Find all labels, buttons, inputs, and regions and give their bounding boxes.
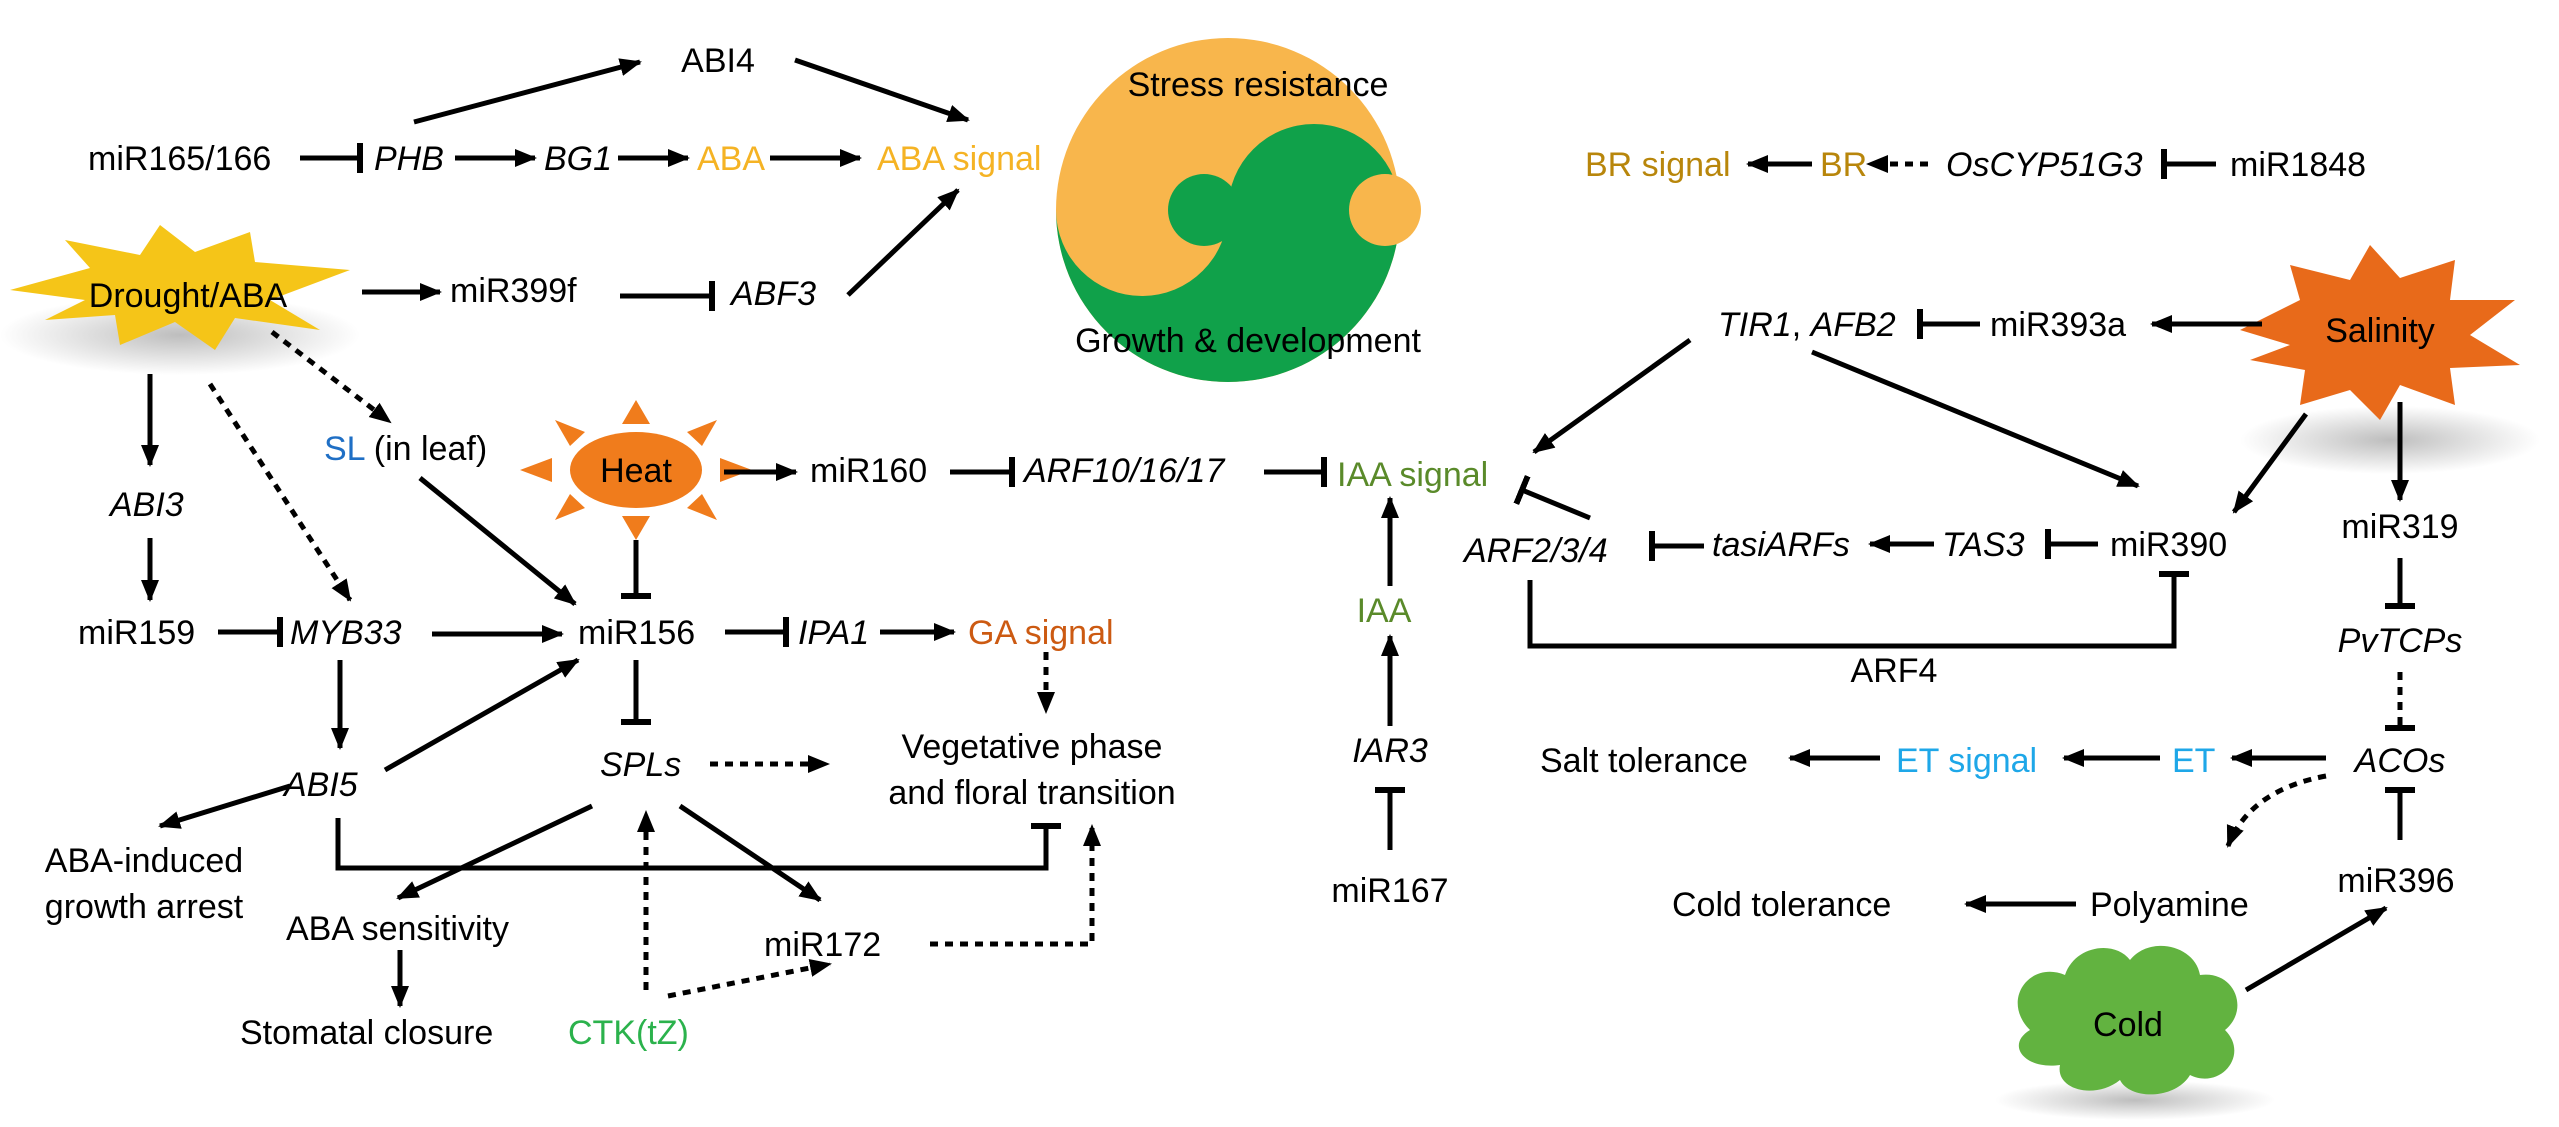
cold-tolerance-node: Cold tolerance bbox=[1672, 886, 1891, 924]
aba-growth-arrest-node-line1: ABA-induced bbox=[45, 842, 243, 880]
edge-phb-abi4 bbox=[413, 58, 642, 125]
edge-abf3-aba-signal bbox=[846, 188, 960, 297]
oscyp51g3-node: OsCYP51G3 bbox=[1946, 146, 2143, 184]
edge-mir172-veg bbox=[930, 824, 1101, 947]
aba-node: ABA bbox=[697, 140, 765, 178]
drought-aba-label: Drought/ABA bbox=[89, 277, 288, 315]
afb2-label: AFB2 bbox=[1809, 306, 1896, 344]
abf3-node: ABF3 bbox=[729, 275, 816, 313]
edges bbox=[141, 57, 2415, 1008]
tir1-afb2-separator: , bbox=[1792, 306, 1811, 344]
edge-tir1-iaa-signal bbox=[1532, 337, 1692, 455]
arf10-16-17-node: ARF10/16/17 bbox=[1022, 452, 1225, 490]
tas3-node: TAS3 bbox=[1942, 526, 2025, 564]
heat-label: Heat bbox=[600, 452, 672, 490]
mir393a-node: miR393a bbox=[1990, 306, 2126, 344]
edge-arf234-iaa-signal bbox=[1513, 474, 1591, 521]
mir160-node: miR160 bbox=[810, 452, 927, 490]
sl-node: SL (in leaf) bbox=[324, 430, 487, 468]
ipa1-node: IPA1 bbox=[798, 614, 869, 652]
salinity-burst-icon bbox=[2240, 245, 2520, 420]
mir159-node: miR159 bbox=[78, 614, 195, 652]
edge-drought-myb33 bbox=[207, 382, 353, 602]
mir165-166-node: miR165/166 bbox=[88, 140, 271, 178]
salt-tolerance-node: Salt tolerance bbox=[1540, 742, 1748, 780]
drought-burst-icon bbox=[10, 225, 350, 350]
edge-ctk-mir172 bbox=[667, 959, 832, 999]
mir156-node: miR156 bbox=[578, 614, 695, 652]
mir390-node: miR390 bbox=[2110, 526, 2227, 564]
br-node: BR bbox=[1820, 146, 1867, 184]
edge-tir1-mir390 bbox=[1811, 349, 2140, 489]
edge-spls-mir172 bbox=[678, 803, 822, 903]
phb-node: PHB bbox=[374, 140, 444, 178]
abi4-node: ABI4 bbox=[681, 42, 755, 80]
arf4-node: ARF4 bbox=[1851, 652, 1938, 690]
abi5-node: ABI5 bbox=[282, 766, 358, 804]
acos-node: ACOs bbox=[2353, 742, 2446, 780]
myb33-node: MYB33 bbox=[290, 614, 402, 652]
stomatal-closure-node: Stomatal closure bbox=[240, 1014, 493, 1052]
iaa-node: IAA bbox=[1357, 592, 1412, 630]
vegetative-phase-node-line2: and floral transition bbox=[888, 774, 1175, 812]
cold-label: Cold bbox=[2093, 1006, 2163, 1044]
sl-label: SL bbox=[324, 430, 365, 468]
ga-signal-node: GA signal bbox=[968, 614, 1114, 652]
edge-drought-sl bbox=[270, 330, 392, 424]
et-signal-node: ET signal bbox=[1896, 742, 2037, 780]
salinity-shadow bbox=[2240, 406, 2540, 474]
arf2-3-4-node: ARF2/3/4 bbox=[1462, 532, 1608, 570]
mir396-node: miR396 bbox=[2337, 862, 2454, 900]
aba-growth-arrest-node-line2: growth arrest bbox=[45, 888, 244, 926]
mir1848-node: miR1848 bbox=[2230, 146, 2366, 184]
mir399f-node: miR399f bbox=[450, 272, 577, 310]
tir1-label: TIR1 bbox=[1718, 306, 1792, 344]
edge-spls-aba-sensitivity bbox=[396, 803, 594, 901]
edge-abi5-veg-inhibit bbox=[335, 818, 1061, 871]
vegetative-phase-node-line1: Vegetative phase bbox=[902, 728, 1163, 766]
mir319-node: miR319 bbox=[2341, 508, 2458, 546]
iaa-signal-node: IAA signal bbox=[1337, 456, 1488, 494]
bg1-node: BG1 bbox=[544, 140, 612, 178]
edge-abi4-aba-signal bbox=[794, 57, 970, 123]
growth-development-label: Growth & development bbox=[1075, 322, 1421, 360]
sl-location-label: (in leaf) bbox=[364, 430, 487, 468]
edge-abi5-growth-arrest bbox=[158, 783, 291, 829]
yin-yang-icon bbox=[1056, 38, 1421, 382]
spls-node: SPLs bbox=[600, 746, 681, 784]
aba-sensitivity-node: ABA sensitivity bbox=[286, 910, 509, 948]
abi3-node: ABI3 bbox=[108, 486, 184, 524]
et-node: ET bbox=[2172, 742, 2215, 780]
aba-signal-node: ABA signal bbox=[877, 140, 1041, 178]
pvtcps-node: PvTCPs bbox=[2338, 622, 2463, 660]
tasiarfs-node: tasiARFs bbox=[1712, 526, 1850, 564]
edge-acos-polyamine bbox=[2225, 773, 2327, 848]
stress-resistance-label: Stress resistance bbox=[1128, 66, 1389, 104]
edge-cold-mir396 bbox=[2244, 905, 2388, 993]
polyamine-node: Polyamine bbox=[2090, 886, 2249, 924]
salinity-label: Salinity bbox=[2325, 312, 2435, 350]
mir172-node: miR172 bbox=[764, 926, 881, 964]
edge-salinity-mir390 bbox=[2231, 412, 2309, 514]
cold-cloud-icon bbox=[2017, 945, 2238, 1095]
iar3-node: IAR3 bbox=[1352, 732, 1428, 770]
mir167-node: miR167 bbox=[1331, 872, 1448, 910]
edge-arf4-loop bbox=[1527, 571, 2189, 649]
tir1-afb2-node: TIR1, AFB2 bbox=[1718, 306, 1896, 344]
edge-sl-mir156 bbox=[418, 476, 577, 606]
edge-abi5-mir156 bbox=[383, 657, 580, 773]
cold-shadow bbox=[1995, 1080, 2275, 1120]
br-signal-node: BR signal bbox=[1585, 146, 1731, 184]
ctk-tz-node: CTK(tZ) bbox=[568, 1014, 689, 1052]
